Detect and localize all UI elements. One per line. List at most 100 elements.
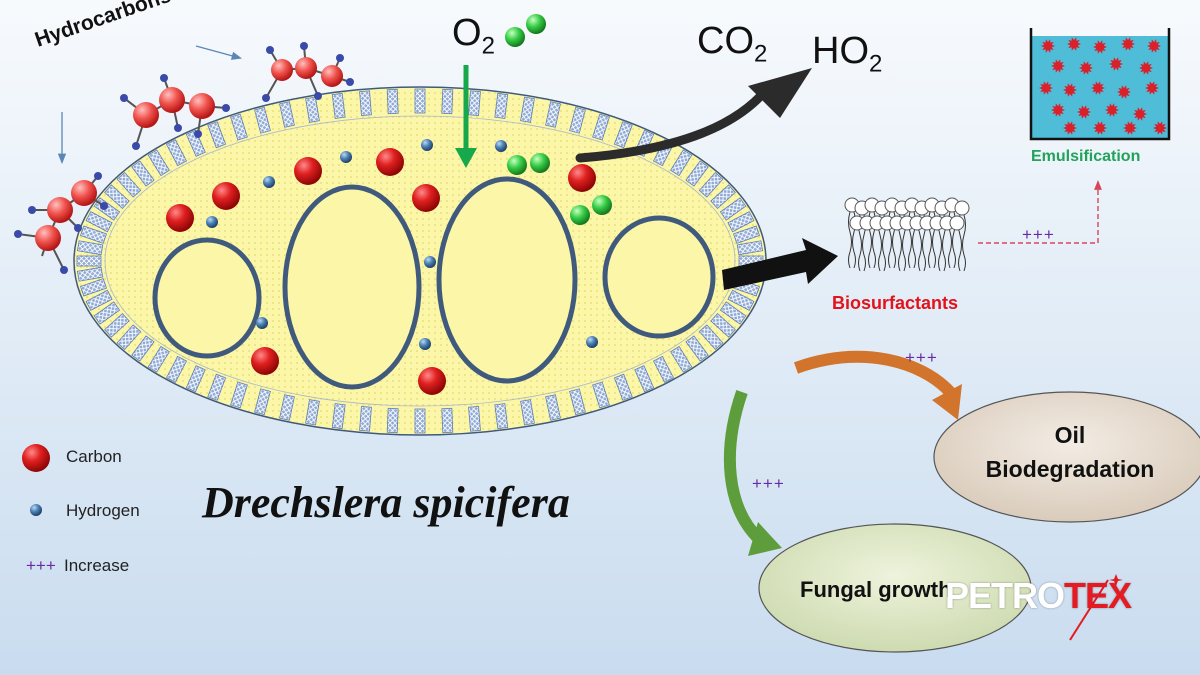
membrane-block	[468, 406, 481, 432]
hydrocarbon-pointer-arrow	[195, 45, 243, 60]
hydrogen-atom-icon	[586, 336, 598, 348]
hydrogen-atom-icon	[424, 256, 436, 268]
membrane-block	[207, 373, 227, 401]
membrane-block	[670, 149, 693, 177]
emulsion-droplet	[1091, 81, 1105, 95]
oxygen-molecules	[505, 14, 612, 225]
membrane-block	[230, 113, 248, 141]
membrane-block	[165, 355, 188, 383]
emulsion-droplet	[1039, 81, 1053, 95]
oil-biodegradation-arrow	[793, 350, 955, 397]
membrane-block	[331, 403, 346, 430]
emulsion-droplet	[1067, 37, 1081, 51]
membrane-block	[254, 106, 271, 134]
legend-increase-label: Increase	[64, 556, 130, 575]
membrane-block	[592, 113, 610, 141]
membrane-block	[652, 355, 675, 383]
logo-swoosh-icon	[1069, 579, 1109, 641]
ho2-formula-sub: 2	[869, 50, 883, 78]
oil-label-line2: Biodegradation	[985, 456, 1155, 482]
hydrocarbon-molecule-icon	[120, 74, 230, 150]
species-name: Drechslera spicifera	[202, 478, 570, 527]
increase-mark-oil: +++	[905, 348, 938, 367]
membrane-block	[520, 96, 535, 123]
hydrogen-atom-icon	[340, 151, 352, 163]
emulsion-droplet	[1133, 107, 1147, 121]
membrane-block	[685, 160, 709, 187]
membrane-block	[414, 88, 426, 114]
membrane-block	[93, 301, 121, 325]
membrane-block	[131, 160, 155, 187]
hydrogen-atom-icon	[206, 216, 218, 228]
membrane-block	[386, 407, 399, 434]
membrane-block	[670, 345, 693, 373]
membrane-block	[104, 184, 130, 210]
membrane-block	[131, 335, 155, 362]
carbon-atom-icon	[251, 347, 279, 375]
membrane-block	[80, 278, 107, 297]
oxygen-uptake-arrow	[455, 65, 477, 168]
carbon-atoms	[166, 148, 596, 395]
oxygen-formula-sub: 2	[481, 32, 495, 60]
membrane-block	[468, 90, 481, 116]
membrane-block	[359, 406, 372, 432]
membrane-block	[710, 312, 736, 338]
increase-mark-emulsification: +++	[1022, 225, 1055, 244]
organelle-vacuole	[282, 184, 422, 390]
oxygen-atom-icon	[592, 195, 612, 215]
membrane-block	[147, 345, 170, 373]
membrane-block	[104, 312, 130, 338]
oxygen-atom-icon	[530, 153, 550, 173]
membrane-block	[85, 211, 113, 233]
oil-label-line1: Oil	[1054, 422, 1086, 448]
membrane-block	[736, 240, 764, 256]
membrane-block	[634, 365, 655, 393]
emulsion-droplet	[1105, 103, 1119, 117]
emulsion-droplet	[1093, 121, 1107, 135]
membrane-block	[165, 139, 188, 167]
ho2-formula: HO2	[812, 30, 882, 79]
membrane-block	[698, 171, 724, 198]
co2-formula: CO2	[697, 20, 767, 69]
fungal-growth-node	[758, 523, 1032, 653]
hydrogen-atom-icon	[256, 317, 268, 329]
membrane-block	[359, 90, 372, 116]
membrane-block	[569, 106, 586, 134]
membrane-block	[441, 407, 454, 434]
membrane-block	[613, 373, 633, 401]
emulsification-label: Emulsification	[1031, 148, 1141, 165]
emulsion-droplet	[1041, 39, 1055, 53]
carbon-atom-icon	[294, 157, 322, 185]
biosurfactant-secretion-arrow	[722, 238, 838, 290]
fungal-growth-arrow	[723, 390, 765, 545]
oxygen-atom-icon	[505, 27, 525, 47]
membrane-block	[147, 149, 170, 177]
membrane-block	[592, 381, 610, 409]
membrane-block	[685, 335, 709, 362]
cell-membrane	[76, 88, 764, 434]
membrane-block	[386, 88, 399, 115]
ho2-formula-base: HO	[812, 30, 869, 72]
membrane-block	[494, 403, 509, 430]
hydrocarbon-molecule-icon	[14, 172, 108, 274]
membrane-block	[441, 88, 454, 115]
legend-hydrogen-icon	[30, 504, 42, 516]
membrane-block	[545, 101, 561, 128]
membrane-block	[116, 324, 142, 351]
emulsion-droplet	[1153, 121, 1167, 135]
membrane-block	[279, 394, 295, 421]
membrane-block	[85, 289, 113, 311]
carbon-atom-icon	[212, 182, 240, 210]
membrane-block	[414, 408, 426, 434]
biosurfactants-label: Biosurfactants	[832, 293, 959, 313]
co2-formula-base: CO	[697, 20, 754, 62]
hydrogen-atom-icon	[495, 140, 507, 152]
membrane-block	[305, 399, 320, 426]
membrane-block	[76, 255, 102, 267]
increase-mark-fungal: +++	[752, 474, 785, 493]
emulsion-droplet	[1093, 40, 1107, 54]
oil-biodegradation-node	[933, 391, 1200, 523]
petrotex-logo: PETROTEX	[945, 575, 1132, 617]
